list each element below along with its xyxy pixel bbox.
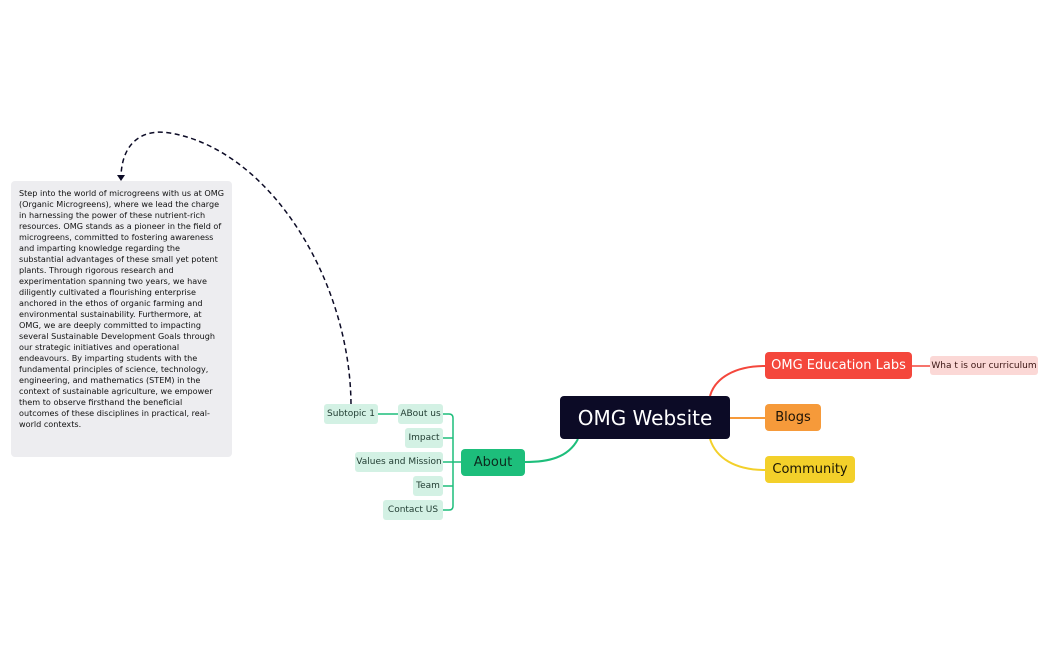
connector-central-about (524, 438, 579, 463)
subtopic-curriculum-label: Wha t is our curriculum (931, 360, 1037, 371)
subtopic-1[interactable]: Subtopic 1 (324, 404, 378, 424)
subtopic-1-label: Subtopic 1 (327, 409, 375, 419)
branch-education-labs-label: OMG Education Labs (771, 358, 906, 373)
central-topic-omg-website[interactable]: OMG Website (560, 396, 730, 439)
branch-education-labs[interactable]: OMG Education Labs (765, 352, 912, 379)
about-note[interactable]: Step into the world of microgreens with … (11, 181, 232, 457)
branch-community[interactable]: Community (765, 456, 855, 483)
branch-blogs-label: Blogs (775, 410, 811, 425)
connector-central-labs (709, 365, 766, 397)
subtopic-impact-label: Impact (408, 433, 440, 443)
arrowhead-icon (117, 175, 125, 181)
connector-about-children (443, 413, 461, 511)
subtopic-values-label: Values and Mission (356, 457, 442, 467)
subtopic-contact-label: Contact US (387, 505, 439, 515)
connector-central-community (709, 438, 766, 471)
branch-about[interactable]: About (461, 449, 525, 476)
subtopic-team[interactable]: Team (413, 476, 443, 496)
branch-blogs[interactable]: Blogs (765, 404, 821, 431)
relationship-arrow (120, 131, 352, 405)
subtopic-team-label: Team (416, 481, 440, 491)
subtopic-curriculum[interactable]: Wha t is our curriculum (930, 356, 1038, 375)
subtopic-about-us[interactable]: ABout us (398, 404, 443, 424)
subtopic-impact[interactable]: Impact (405, 428, 443, 448)
branch-about-label: About (473, 455, 513, 470)
central-topic-label: OMG Website (577, 405, 713, 430)
subtopic-contact-us[interactable]: Contact US (383, 500, 443, 520)
subtopic-about-us-label: ABout us (400, 409, 441, 419)
subtopic-values-and-mission[interactable]: Values and Mission (355, 452, 443, 472)
branch-community-label: Community (772, 462, 848, 477)
